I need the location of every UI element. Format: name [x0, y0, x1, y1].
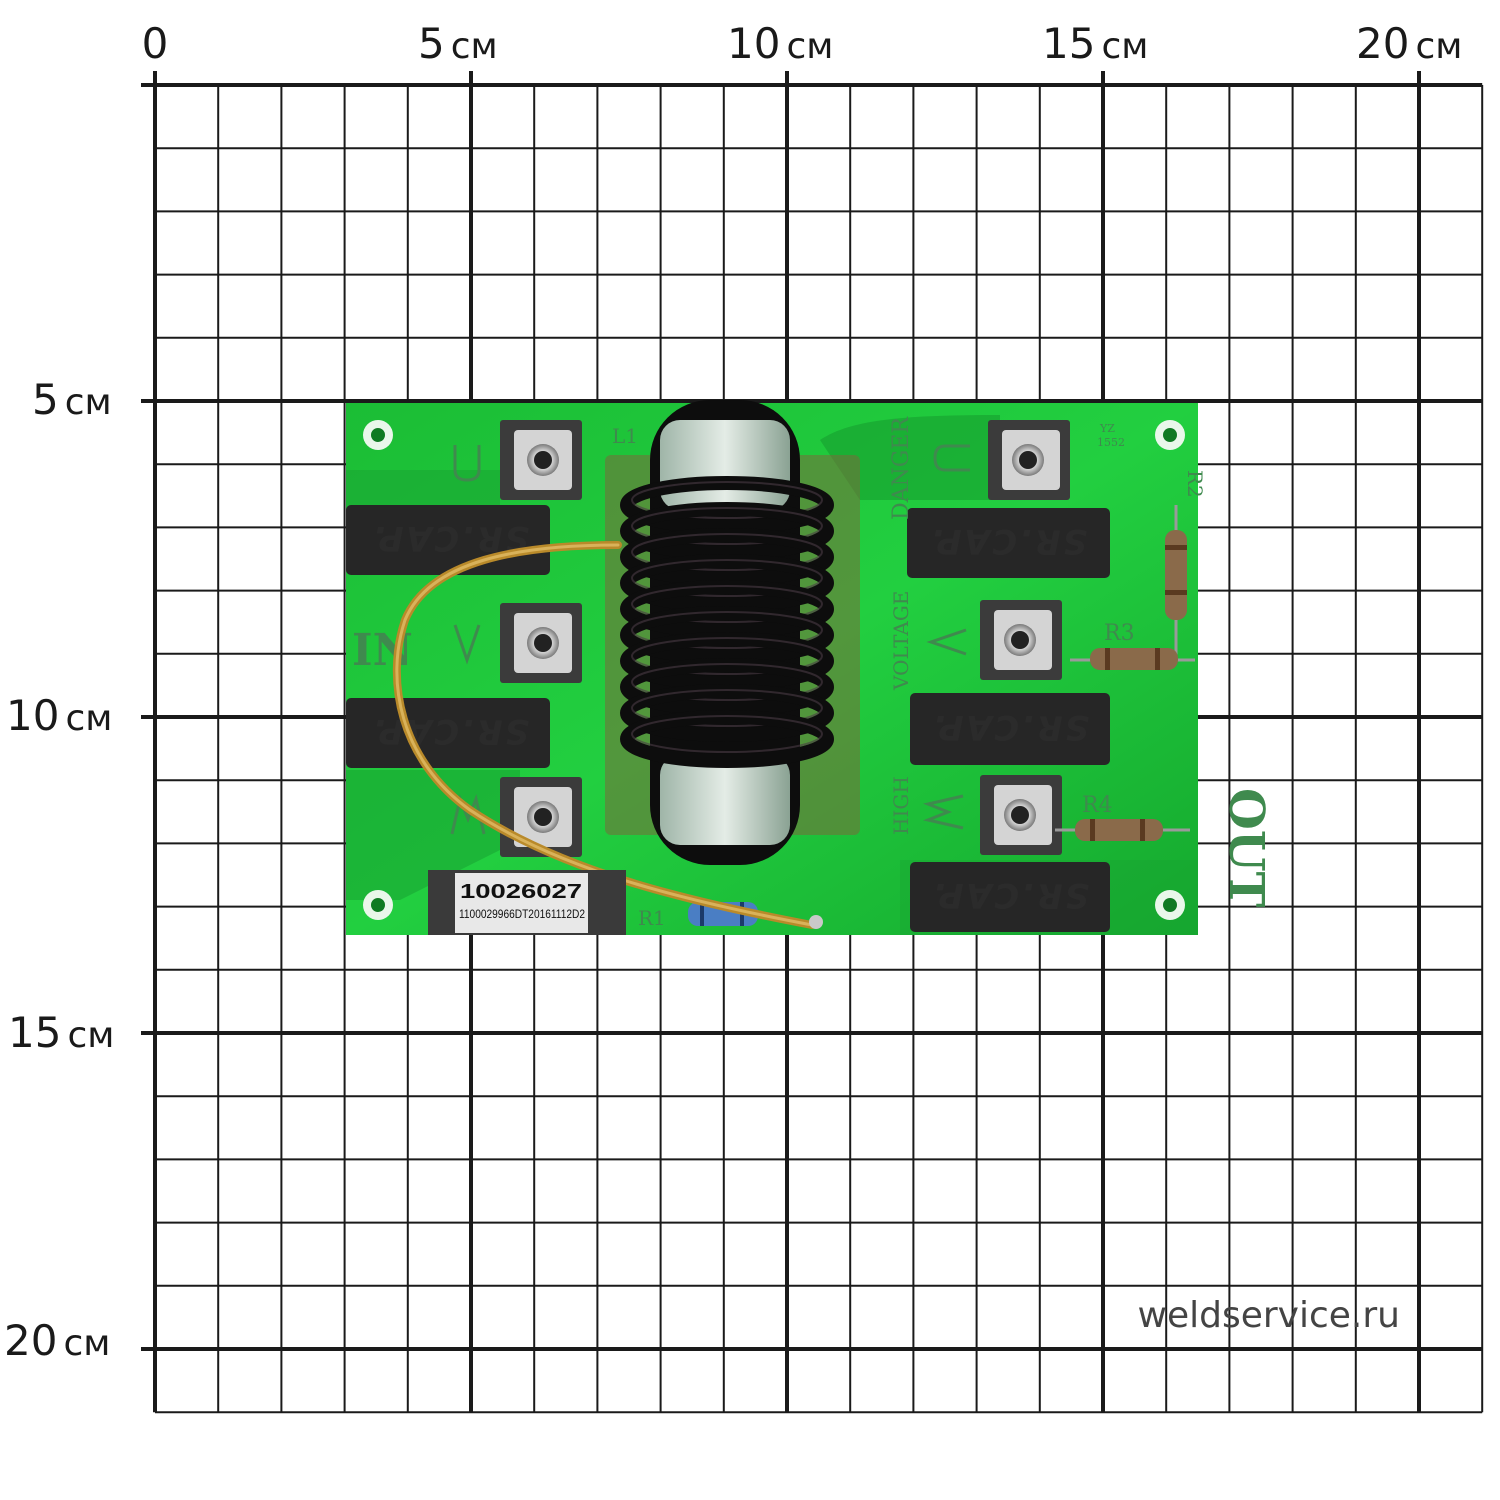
sticker-paper — [455, 873, 588, 933]
capacitor: SR.CAP. — [910, 862, 1110, 932]
silk-l1: L1 — [612, 424, 638, 448]
common-mode-choke — [605, 400, 860, 865]
phase-u-symbol — [453, 445, 481, 482]
resistor-r3 — [1070, 648, 1195, 670]
phase-v-symbol — [453, 624, 481, 665]
silk-r4: R4 — [1082, 793, 1113, 818]
part-label-sticker: 10026027 1100029966DT20161112D2 — [428, 870, 626, 935]
silk-high: HIGH — [889, 776, 913, 835]
silk-danger: DANGER — [889, 416, 914, 520]
coil-turn-highlight — [631, 533, 823, 571]
ground-wire-solder — [809, 915, 823, 929]
mounting-hole-center — [1163, 428, 1177, 442]
phase-u-symbol-right — [933, 444, 970, 472]
sticker-serial: 1100029966DT20161112D2 — [459, 907, 585, 921]
coil-turn-highlight — [631, 559, 823, 597]
mounting-hole-center — [371, 428, 385, 442]
pcb-board: SR.CAP. SR.CAP. SR.CAP. SR.CAP. SR.CAP. — [346, 400, 1274, 935]
silk-yz: YZ — [1099, 422, 1115, 435]
svg-text:SR.CAP.: SR.CAP. — [929, 521, 1088, 561]
mounting-hole-center — [371, 898, 385, 912]
coil-turn-highlight — [631, 663, 823, 701]
silk-yz-code: 1552 — [1097, 436, 1125, 449]
coil-turn-highlight — [631, 611, 823, 649]
resistor-r4 — [1055, 819, 1190, 841]
svg-text:SR.CAP.: SR.CAP. — [931, 707, 1090, 747]
capacitor: SR.CAP. — [346, 505, 550, 575]
silk-r1: R1 — [638, 906, 666, 930]
mounting-holes — [363, 420, 1185, 920]
choke-windings — [620, 476, 834, 768]
coil-turn-highlight — [631, 585, 823, 623]
phase-symbols — [450, 444, 970, 835]
capacitor: SR.CAP. — [907, 508, 1110, 578]
phase-w-symbol — [450, 793, 486, 835]
terminal-right-w — [980, 775, 1062, 855]
silk-r3: R3 — [1104, 621, 1135, 646]
ground-wire-highlight — [395, 543, 814, 927]
capacitor: SR.CAP. — [346, 698, 550, 768]
ruler-label-top-0: 0 — [142, 19, 169, 68]
terminal-right-v — [980, 600, 1062, 680]
phase-v-symbol-right — [926, 628, 967, 656]
coil-turn-highlight — [631, 637, 823, 675]
phase-w-symbol-right — [922, 794, 964, 830]
resistor-r2 — [1165, 505, 1187, 660]
coil-turn-highlight — [631, 689, 823, 727]
terminal-right-u — [988, 420, 1070, 500]
sticker-part-number: 10026027 — [460, 881, 582, 903]
svg-text:SR.CAP.: SR.CAP. — [371, 711, 530, 751]
coil-turn-highlight — [631, 715, 823, 753]
choke-core-bottom — [660, 755, 790, 845]
watermark: weldservice.ru — [1138, 1295, 1400, 1336]
choke-core-top — [660, 420, 790, 510]
terminal-left-v — [500, 603, 582, 683]
mounting-hole-center — [1163, 898, 1177, 912]
resistors — [688, 505, 1195, 926]
silk-out: OUT — [1218, 788, 1274, 908]
capacitor: SR.CAP. — [910, 693, 1110, 765]
terminal-left-u — [500, 420, 582, 500]
coil-turn-highlight — [631, 507, 823, 545]
svg-text:SR.CAP.: SR.CAP. — [931, 875, 1090, 915]
copper-zone — [820, 415, 1000, 500]
coil-turn-highlight — [631, 481, 823, 519]
silk-r2: R2 — [1183, 470, 1207, 498]
silk-voltage: VOLTAGE — [889, 591, 913, 691]
